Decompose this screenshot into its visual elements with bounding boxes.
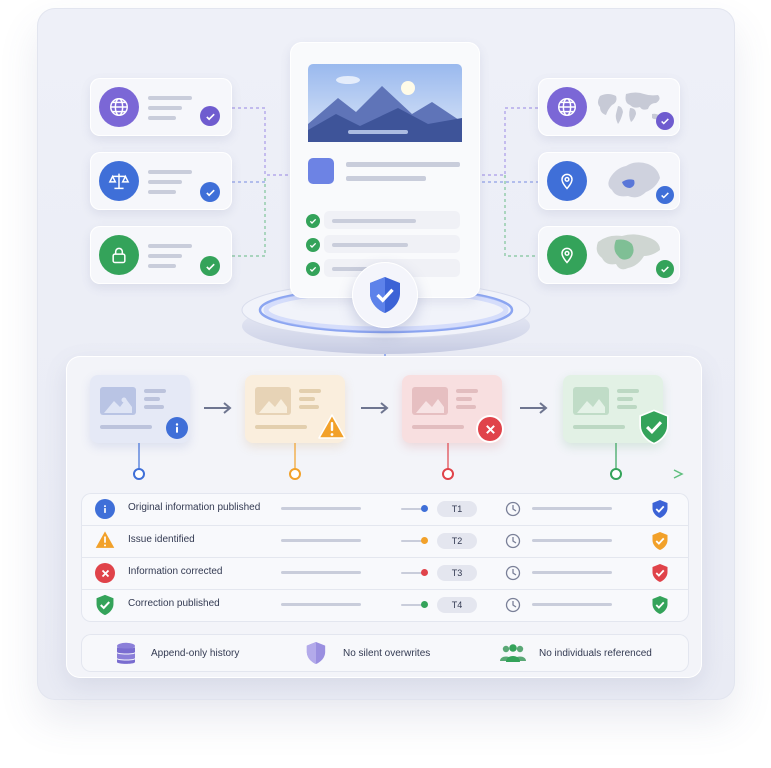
warning-icon [318, 414, 346, 439]
shield-check-icon [370, 277, 400, 313]
check-icon [200, 106, 220, 126]
info-icon [95, 499, 115, 519]
world-map-icon [598, 92, 660, 124]
card-global [90, 78, 232, 136]
scales-icon [99, 161, 139, 201]
asia-map-icon [596, 234, 660, 270]
check-icon [200, 182, 220, 202]
clock-icon [505, 533, 521, 549]
check-icon [656, 186, 674, 204]
warning-icon [95, 531, 115, 548]
landscape-image [308, 64, 462, 142]
error-x-icon [478, 417, 502, 441]
table-row: Issue identified T2 [81, 525, 689, 558]
error-x-icon [95, 563, 115, 583]
check-icon [656, 112, 674, 130]
card-security [90, 226, 232, 284]
row-label: Issue identified [128, 534, 195, 545]
stage-published [90, 375, 190, 443]
card-world-map [538, 78, 680, 136]
shield-check-icon [652, 532, 668, 550]
shield-check-icon [639, 409, 669, 445]
row-label: Information corrected [128, 566, 223, 577]
stage-issue [245, 375, 346, 443]
table-row: Correction published T4 [81, 589, 689, 621]
clock-icon [505, 501, 521, 517]
shield-check-icon [652, 596, 668, 614]
globe-icon [99, 87, 139, 127]
time-pill: T3 [437, 565, 477, 581]
row-label: Original information published [128, 502, 261, 513]
table-row: Information corrected T3 [81, 557, 689, 590]
card-legal [90, 152, 232, 210]
stage-corrected [402, 375, 502, 443]
people-icon [500, 644, 526, 662]
database-icon [117, 642, 135, 664]
shield-icon [306, 642, 326, 664]
footer-history: Append-only history [151, 648, 240, 659]
card-europe-map [538, 152, 680, 210]
shield-check-icon [652, 564, 668, 582]
clock-icon [505, 597, 521, 613]
globe-icon [547, 87, 587, 127]
shield-badge [352, 262, 418, 328]
time-pill: T2 [437, 533, 477, 549]
card-asia-map [538, 226, 680, 284]
footer-individuals: No individuals referenced [539, 648, 652, 659]
check-icon [200, 256, 220, 276]
lock-icon [99, 235, 139, 275]
location-pin-icon [547, 235, 587, 275]
clock-icon [505, 565, 521, 581]
footer-bar: Append-only history No silent overwrites… [81, 634, 689, 672]
info-icon [166, 417, 188, 439]
event-table: Original information published T1 Issue … [81, 493, 689, 622]
row-label: Correction published [128, 598, 220, 609]
location-pin-icon [547, 161, 587, 201]
thumbnail-square [308, 158, 334, 184]
check-icon [656, 260, 674, 278]
shield-check-icon [96, 594, 114, 616]
time-pill: T4 [437, 597, 477, 613]
table-row: Original information published T1 [81, 493, 689, 526]
time-pill: T1 [437, 501, 477, 517]
document-card [290, 42, 480, 298]
footer-overwrites: No silent overwrites [343, 648, 431, 659]
europe-map-icon [608, 162, 660, 198]
shield-check-icon [652, 500, 668, 518]
stage-correction-published [563, 375, 669, 445]
